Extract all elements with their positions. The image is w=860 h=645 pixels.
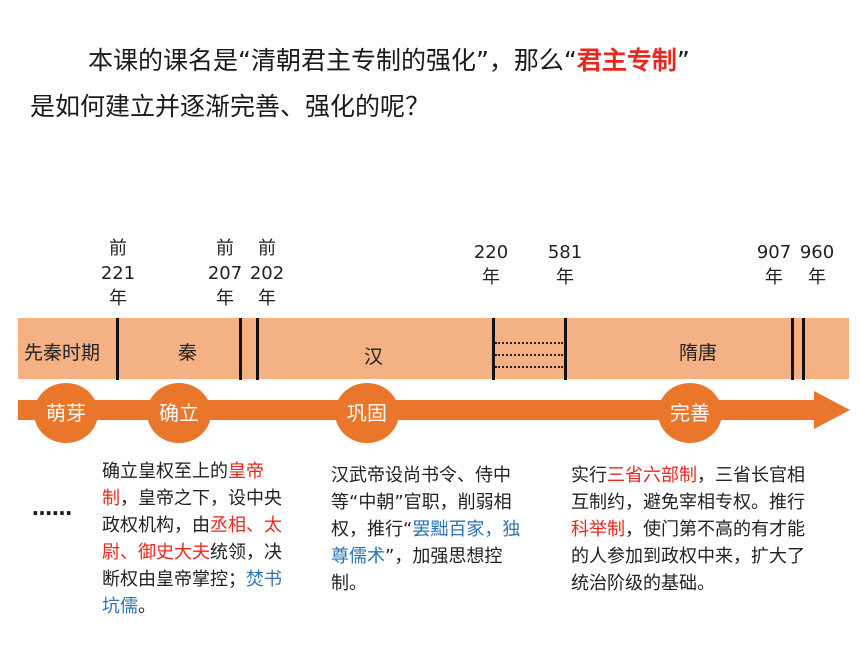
qin-highlight-book-burning: 焚书坑儒 bbox=[102, 569, 282, 617]
suitang-text: ，三省长官相互制约，避免宰相专权。推行 bbox=[571, 465, 805, 513]
year-number: 221 bbox=[100, 263, 136, 284]
year-suffix: 年 bbox=[482, 267, 500, 288]
qin-text: 确立皇权至上的 bbox=[102, 461, 228, 482]
year-number: 960 bbox=[799, 242, 835, 263]
intro-text-b: ” bbox=[676, 46, 690, 75]
suitang-text: 实行 bbox=[571, 465, 607, 486]
year-number: 202 bbox=[249, 263, 285, 284]
year-label-960: 960 年 bbox=[797, 240, 837, 290]
intro-line-2: 是如何建立并逐渐完善、强化的呢？ bbox=[30, 92, 431, 121]
han-description: 汉武帝设尚书令、侍中等“中朝”官职，削弱相权，推行“罢黜百家，独尊儒术”，加强思… bbox=[331, 462, 531, 597]
gap-dots-line bbox=[495, 366, 563, 368]
year-suffix: 年 bbox=[556, 267, 574, 288]
year-label-220: 220 年 bbox=[471, 240, 511, 290]
intro-text-a: 本课的课名是“清朝君主专制的强化”，那么“ bbox=[88, 46, 577, 75]
stage-consolidate: 巩固 bbox=[335, 383, 399, 443]
han-highlight-confucianism: 罢黜百家，独尊儒术 bbox=[331, 519, 521, 567]
year-prefix: 前 bbox=[258, 238, 276, 259]
qin-text: 统领，决断权由皇帝掌控； bbox=[102, 542, 282, 590]
era-han: 汉 bbox=[364, 346, 384, 368]
stage-perfect: 完善 bbox=[658, 383, 722, 443]
year-number: 207 bbox=[207, 263, 243, 284]
year-number: 220 bbox=[473, 242, 509, 263]
year-suffix: 年 bbox=[765, 267, 783, 288]
era-sui-tang: 隋唐 bbox=[679, 342, 718, 364]
era-qin: 秦 bbox=[178, 342, 198, 364]
suitang-highlight-three-departments: 三省六部制 bbox=[607, 465, 697, 486]
year-suffix: 年 bbox=[216, 288, 234, 309]
qin-highlight-officials: 丞相、太尉、御史大夫 bbox=[102, 515, 282, 563]
divider-907b bbox=[802, 318, 805, 380]
qin-highlight-emperor-system: 皇帝制 bbox=[102, 461, 264, 509]
year-suffix: 年 bbox=[808, 267, 826, 288]
timeline-arrow-icon bbox=[18, 391, 850, 429]
year-number: 581 bbox=[547, 242, 583, 263]
year-label-907: 907 年 bbox=[754, 240, 794, 290]
year-label-221bc: 前 221 年 bbox=[98, 236, 138, 311]
year-prefix: 前 bbox=[216, 238, 234, 259]
year-label-581: 581 年 bbox=[545, 240, 585, 290]
divider-207bc bbox=[239, 318, 242, 380]
qin-text: 。 bbox=[138, 596, 156, 617]
intro-line-1: 本课的课名是“清朝君主专制的强化”，那么“君主专制” bbox=[30, 38, 850, 84]
suitang-highlight-imperial-exam: 科举制 bbox=[571, 519, 625, 540]
year-number: 907 bbox=[756, 242, 792, 263]
intro-highlight: 君主专制 bbox=[576, 46, 677, 75]
divider-581 bbox=[564, 318, 567, 380]
han-text: 汉武帝设尚书令、侍中等“中朝”官职，削弱相权，推行“ bbox=[331, 465, 512, 540]
intro-paragraph: 本课的课名是“清朝君主专制的强化”，那么“君主专制” 是如何建立并逐渐完善、强化… bbox=[30, 38, 850, 130]
gap-dots-line bbox=[495, 342, 563, 344]
era-pre-qin: 先秦时期 bbox=[24, 342, 101, 364]
year-suffix: 年 bbox=[258, 288, 276, 309]
qin-description: 确立皇权至上的皇帝制，皇帝之下，设中央政权机构，由丞相、太尉、御史大夫统领，决断… bbox=[102, 458, 298, 620]
suitang-text: ，使门第不高的有才能的人参加到政权中来，扩大了统治阶级的基础。 bbox=[571, 519, 805, 594]
divider-221bc bbox=[116, 318, 119, 380]
ellipsis: …… bbox=[32, 496, 72, 520]
gap-dots-line bbox=[495, 354, 563, 356]
han-text: ”，加强思想控制。 bbox=[331, 546, 503, 594]
year-label-207bc: 前 207 年 bbox=[205, 236, 245, 311]
divider-220 bbox=[492, 318, 495, 380]
sui-tang-description: 实行三省六部制，三省长官相互制约，避免宰相专权。推行科举制，使门第不高的有才能的… bbox=[571, 462, 815, 597]
stage-sprout: 萌芽 bbox=[34, 383, 98, 443]
era-band bbox=[18, 318, 849, 379]
divider-202bc bbox=[256, 318, 259, 380]
year-prefix: 前 bbox=[109, 238, 127, 259]
year-suffix: 年 bbox=[109, 288, 127, 309]
qin-text: ，皇帝之下，设中央政权机构，由 bbox=[102, 488, 282, 536]
divider-907a bbox=[791, 318, 794, 380]
stage-establish: 确立 bbox=[147, 383, 211, 443]
year-label-202bc: 前 202 年 bbox=[247, 236, 287, 311]
